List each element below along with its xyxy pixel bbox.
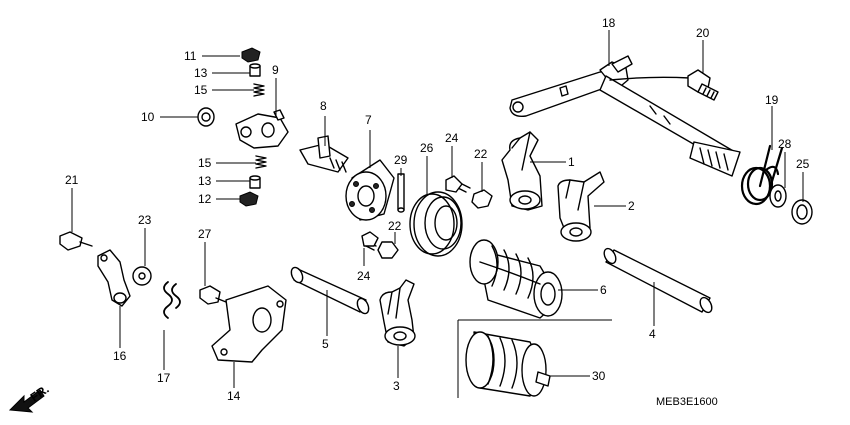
callout-22-lower: 22 [388,219,402,233]
diagram-code: MEB3E1600 [656,396,718,408]
washer-23 [132,266,152,286]
callout-27: 27 [198,227,212,241]
shift-fork-3 [379,279,416,347]
dowel-pin-29 [397,173,405,213]
spring-15-upper [253,83,265,97]
bolt-20 [687,69,719,101]
callout-24-lower: 24 [357,269,371,283]
bolt-27 [199,285,227,305]
callout-14: 14 [227,389,241,403]
bearing-26 [409,191,463,257]
callout-10: 10 [141,110,155,124]
cap-11 [241,47,261,63]
callout-24-upper: 24 [445,131,459,145]
callout-28: 28 [778,137,792,151]
callout-18: 18 [602,16,616,30]
callout-2: 2 [628,199,635,213]
callout-25: 25 [796,157,810,171]
callout-16: 16 [113,349,127,363]
callout-12: 12 [198,192,212,206]
collar-28 [769,184,787,208]
front-direction-marker: FR. [8,382,52,413]
gearshift-spindle [509,55,741,177]
callout-30: 30 [592,369,606,383]
callout-11: 11 [184,49,197,63]
bolt-21 [59,231,93,251]
washer-24-upper [445,175,463,193]
collar-13-lower [249,175,261,189]
stopper-arm-9 [235,109,289,149]
callout-labels: 1 2 3 4 5 6 7 8 9 10 11 12 13 13 14 15 1… [65,16,810,403]
callout-1: 1 [568,155,575,169]
callout-20: 20 [696,26,710,40]
callout-29: 29 [394,153,408,167]
callout-15-lower: 15 [198,156,212,170]
shift-drum-6 [469,239,563,319]
bolt-22-upper [457,183,493,209]
fork-shaft-4 [603,247,713,314]
callout-6: 6 [600,283,607,297]
callout-15-upper: 15 [194,83,208,97]
callout-4: 4 [649,327,656,341]
callout-5: 5 [322,337,329,351]
callout-7: 7 [365,113,372,127]
callout-23: 23 [138,213,152,227]
collar-13-upper [249,63,261,77]
callout-26: 26 [420,141,434,155]
shift-drum-30 [457,319,612,398]
washer-25 [791,199,813,225]
cap-12 [239,191,259,207]
fork-shaft-5 [290,266,370,315]
spring-17 [163,281,181,319]
callout-22-upper: 22 [474,147,488,161]
washer-24-lower [361,231,379,247]
guide-plate-16 [97,249,131,307]
callout-19: 19 [765,93,779,107]
bolt-8 [299,135,349,173]
nut-10 [197,107,215,127]
plate-14 [211,285,287,363]
callout-13-lower: 13 [198,174,212,188]
shift-fork-2 [557,171,605,242]
callout-21: 21 [65,173,79,187]
callout-17: 17 [157,371,171,385]
drum-center-7 [345,159,395,221]
spring-15-lower [255,155,267,169]
callout-13-upper: 13 [194,66,208,80]
leader-lines [71,30,804,388]
callout-3: 3 [393,379,400,393]
callout-9: 9 [272,63,279,77]
front-arrow-icon [8,389,45,413]
shift-fork-1 [501,131,543,211]
return-spring [740,144,784,206]
callout-8: 8 [320,99,327,113]
